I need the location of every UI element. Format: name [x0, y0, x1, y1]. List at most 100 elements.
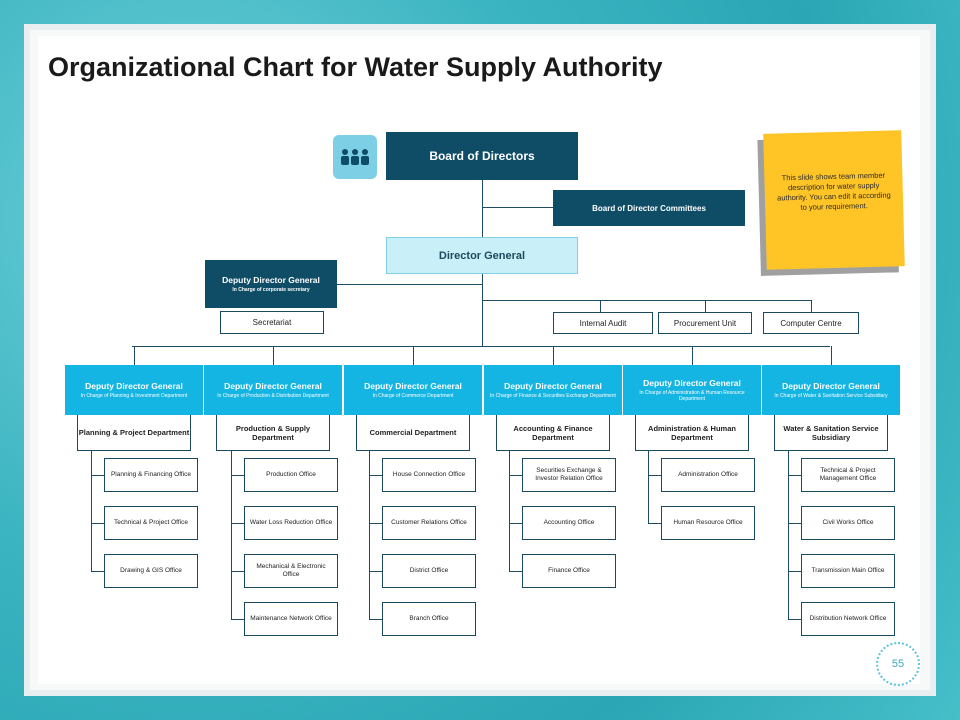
- connector-line: [553, 346, 554, 365]
- office-spine-line: [91, 451, 92, 571]
- office-branch-line: [369, 619, 382, 620]
- office-branch-line: [369, 523, 382, 524]
- department-box-2[interactable]: Production & Supply Department: [216, 415, 330, 451]
- office-box[interactable]: Technical & Project Office: [104, 506, 198, 540]
- ddg-title: Deputy Director General: [85, 381, 183, 391]
- office-branch-line: [231, 523, 244, 524]
- office-box[interactable]: Production Office: [244, 458, 338, 492]
- office-box[interactable]: Transmission Main Office: [801, 554, 895, 588]
- office-branch-line: [788, 571, 801, 572]
- ddg-subtitle: In Charge of Administration & Human Reso…: [639, 390, 745, 402]
- ddg-title: Deputy Director General: [643, 378, 741, 388]
- office-box[interactable]: Mechanical & Electronic Office: [244, 554, 338, 588]
- ddg-title: Deputy Director General: [504, 381, 602, 391]
- committees-box[interactable]: Board of Director Committees: [553, 190, 745, 226]
- secretariat-box[interactable]: Secretariat: [220, 311, 324, 334]
- office-spine-line: [509, 451, 510, 571]
- ddg-corporate-box[interactable]: Deputy Director General In Charge of cor…: [205, 260, 337, 308]
- office-box[interactable]: Accounting Office: [522, 506, 616, 540]
- office-box[interactable]: House Connection Office: [382, 458, 476, 492]
- connector-line: [811, 300, 812, 312]
- connector-line: [831, 346, 832, 365]
- internal-audit-box[interactable]: Internal Audit: [553, 312, 653, 334]
- ddg-title: Deputy Director General: [782, 381, 880, 391]
- connector-line: [482, 300, 600, 301]
- office-branch-line: [231, 475, 244, 476]
- connector-line: [413, 346, 414, 365]
- ddg-box-4[interactable]: Deputy Director General In Charge of Fina…: [484, 365, 622, 415]
- connector-line: [482, 274, 483, 346]
- connector-line: [134, 346, 135, 365]
- ddg-title: Deputy Director General: [364, 381, 462, 391]
- sticky-note: This slide shows team member description…: [763, 130, 905, 270]
- procurement-unit-box[interactable]: Procurement Unit: [658, 312, 752, 334]
- ddg-box-5[interactable]: Deputy Director General In Charge of Admi…: [623, 365, 761, 415]
- ddg-subtitle: In Charge of Finance & Securities Exchan…: [490, 393, 616, 399]
- office-box[interactable]: Drawing & GIS Office: [104, 554, 198, 588]
- connector-line: [600, 300, 601, 312]
- department-box-3[interactable]: Commercial Department: [356, 415, 470, 451]
- office-spine-line: [231, 451, 232, 619]
- office-box[interactable]: Securities Exchange & Investor Relation …: [522, 458, 616, 492]
- department-box-4[interactable]: Accounting & Finance Department: [496, 415, 610, 451]
- department-box-6[interactable]: Water & Sanitation Service Subsidiary: [774, 415, 888, 451]
- ddg-box-1[interactable]: Deputy Director General In Charge of Plan…: [65, 365, 203, 415]
- office-branch-line: [648, 475, 661, 476]
- office-spine-line: [788, 451, 789, 619]
- office-branch-line: [509, 571, 522, 572]
- connector-line: [132, 346, 830, 347]
- office-branch-line: [91, 523, 104, 524]
- office-box[interactable]: Water Loss Reduction Office: [244, 506, 338, 540]
- office-box[interactable]: District Office: [382, 554, 476, 588]
- office-branch-line: [648, 523, 661, 524]
- department-box-5[interactable]: Administration & Human Department: [635, 415, 749, 451]
- connector-line: [482, 207, 553, 208]
- office-box[interactable]: Civil Works Office: [801, 506, 895, 540]
- ddg-corporate-title: Deputy Director General: [222, 275, 320, 285]
- ddg-subtitle: In Charge of Planning & Investment Depar…: [80, 393, 188, 399]
- ddg-corporate-sub: In Charge of corporate secretary: [232, 287, 310, 293]
- connector-line: [705, 300, 706, 312]
- connector-line: [273, 346, 274, 365]
- office-box[interactable]: Human Resource Office: [661, 506, 755, 540]
- office-box[interactable]: Finance Office: [522, 554, 616, 588]
- office-branch-line: [788, 475, 801, 476]
- office-box[interactable]: Branch Office: [382, 602, 476, 636]
- office-box[interactable]: Planning & Financing Office: [104, 458, 198, 492]
- ddg-title: Deputy Director General: [224, 381, 322, 391]
- office-spine-line: [369, 451, 370, 619]
- office-branch-line: [509, 475, 522, 476]
- office-box[interactable]: Distribution Network Office: [801, 602, 895, 636]
- ddg-subtitle: In Charge of Commerce Department: [372, 393, 454, 399]
- connector-line: [692, 346, 693, 365]
- ddg-box-6[interactable]: Deputy Director General In Charge of Wate…: [762, 365, 900, 415]
- ddg-box-3[interactable]: Deputy Director General In Charge of Comm…: [344, 365, 482, 415]
- computer-centre-box[interactable]: Computer Centre: [763, 312, 859, 334]
- office-branch-line: [369, 571, 382, 572]
- office-branch-line: [369, 475, 382, 476]
- office-box[interactable]: Maintenance Network Office: [244, 602, 338, 636]
- ddg-subtitle: In Charge of Water & Sanitation Service …: [774, 393, 888, 399]
- department-box-1[interactable]: Planning & Project Department: [77, 415, 191, 451]
- office-branch-line: [788, 523, 801, 524]
- ddg-box-2[interactable]: Deputy Director General In Charge of Prod…: [204, 365, 342, 415]
- office-spine-line: [648, 451, 649, 523]
- office-branch-line: [91, 571, 104, 572]
- office-branch-line: [788, 619, 801, 620]
- office-branch-line: [231, 571, 244, 572]
- team-icon: [333, 135, 377, 179]
- ddg-subtitle: In Charge of Production & Distribution D…: [217, 393, 329, 399]
- connector-line: [482, 180, 483, 237]
- director-general-box[interactable]: Director General: [386, 237, 578, 274]
- office-box[interactable]: Administration Office: [661, 458, 755, 492]
- note-text: This slide shows team member description…: [776, 170, 891, 212]
- board-of-directors-box[interactable]: Board of Directors: [386, 132, 578, 180]
- office-branch-line: [509, 523, 522, 524]
- slide-title: Organizational Chart for Water Supply Au…: [48, 52, 663, 82]
- office-box[interactable]: Customer Relations Office: [382, 506, 476, 540]
- connector-line: [337, 284, 482, 285]
- page-number: 55: [876, 642, 920, 686]
- office-branch-line: [231, 619, 244, 620]
- office-box[interactable]: Technical & Project Management Office: [801, 458, 895, 492]
- office-branch-line: [91, 475, 104, 476]
